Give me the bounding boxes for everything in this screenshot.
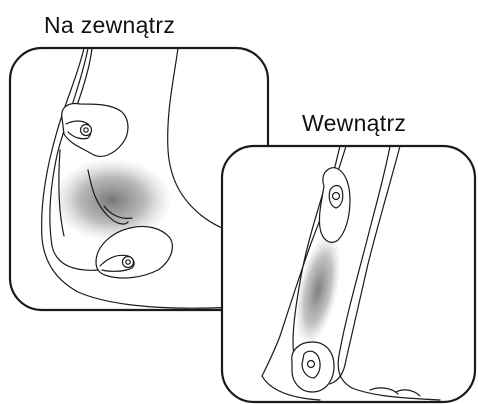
inside-panel (222, 146, 475, 402)
